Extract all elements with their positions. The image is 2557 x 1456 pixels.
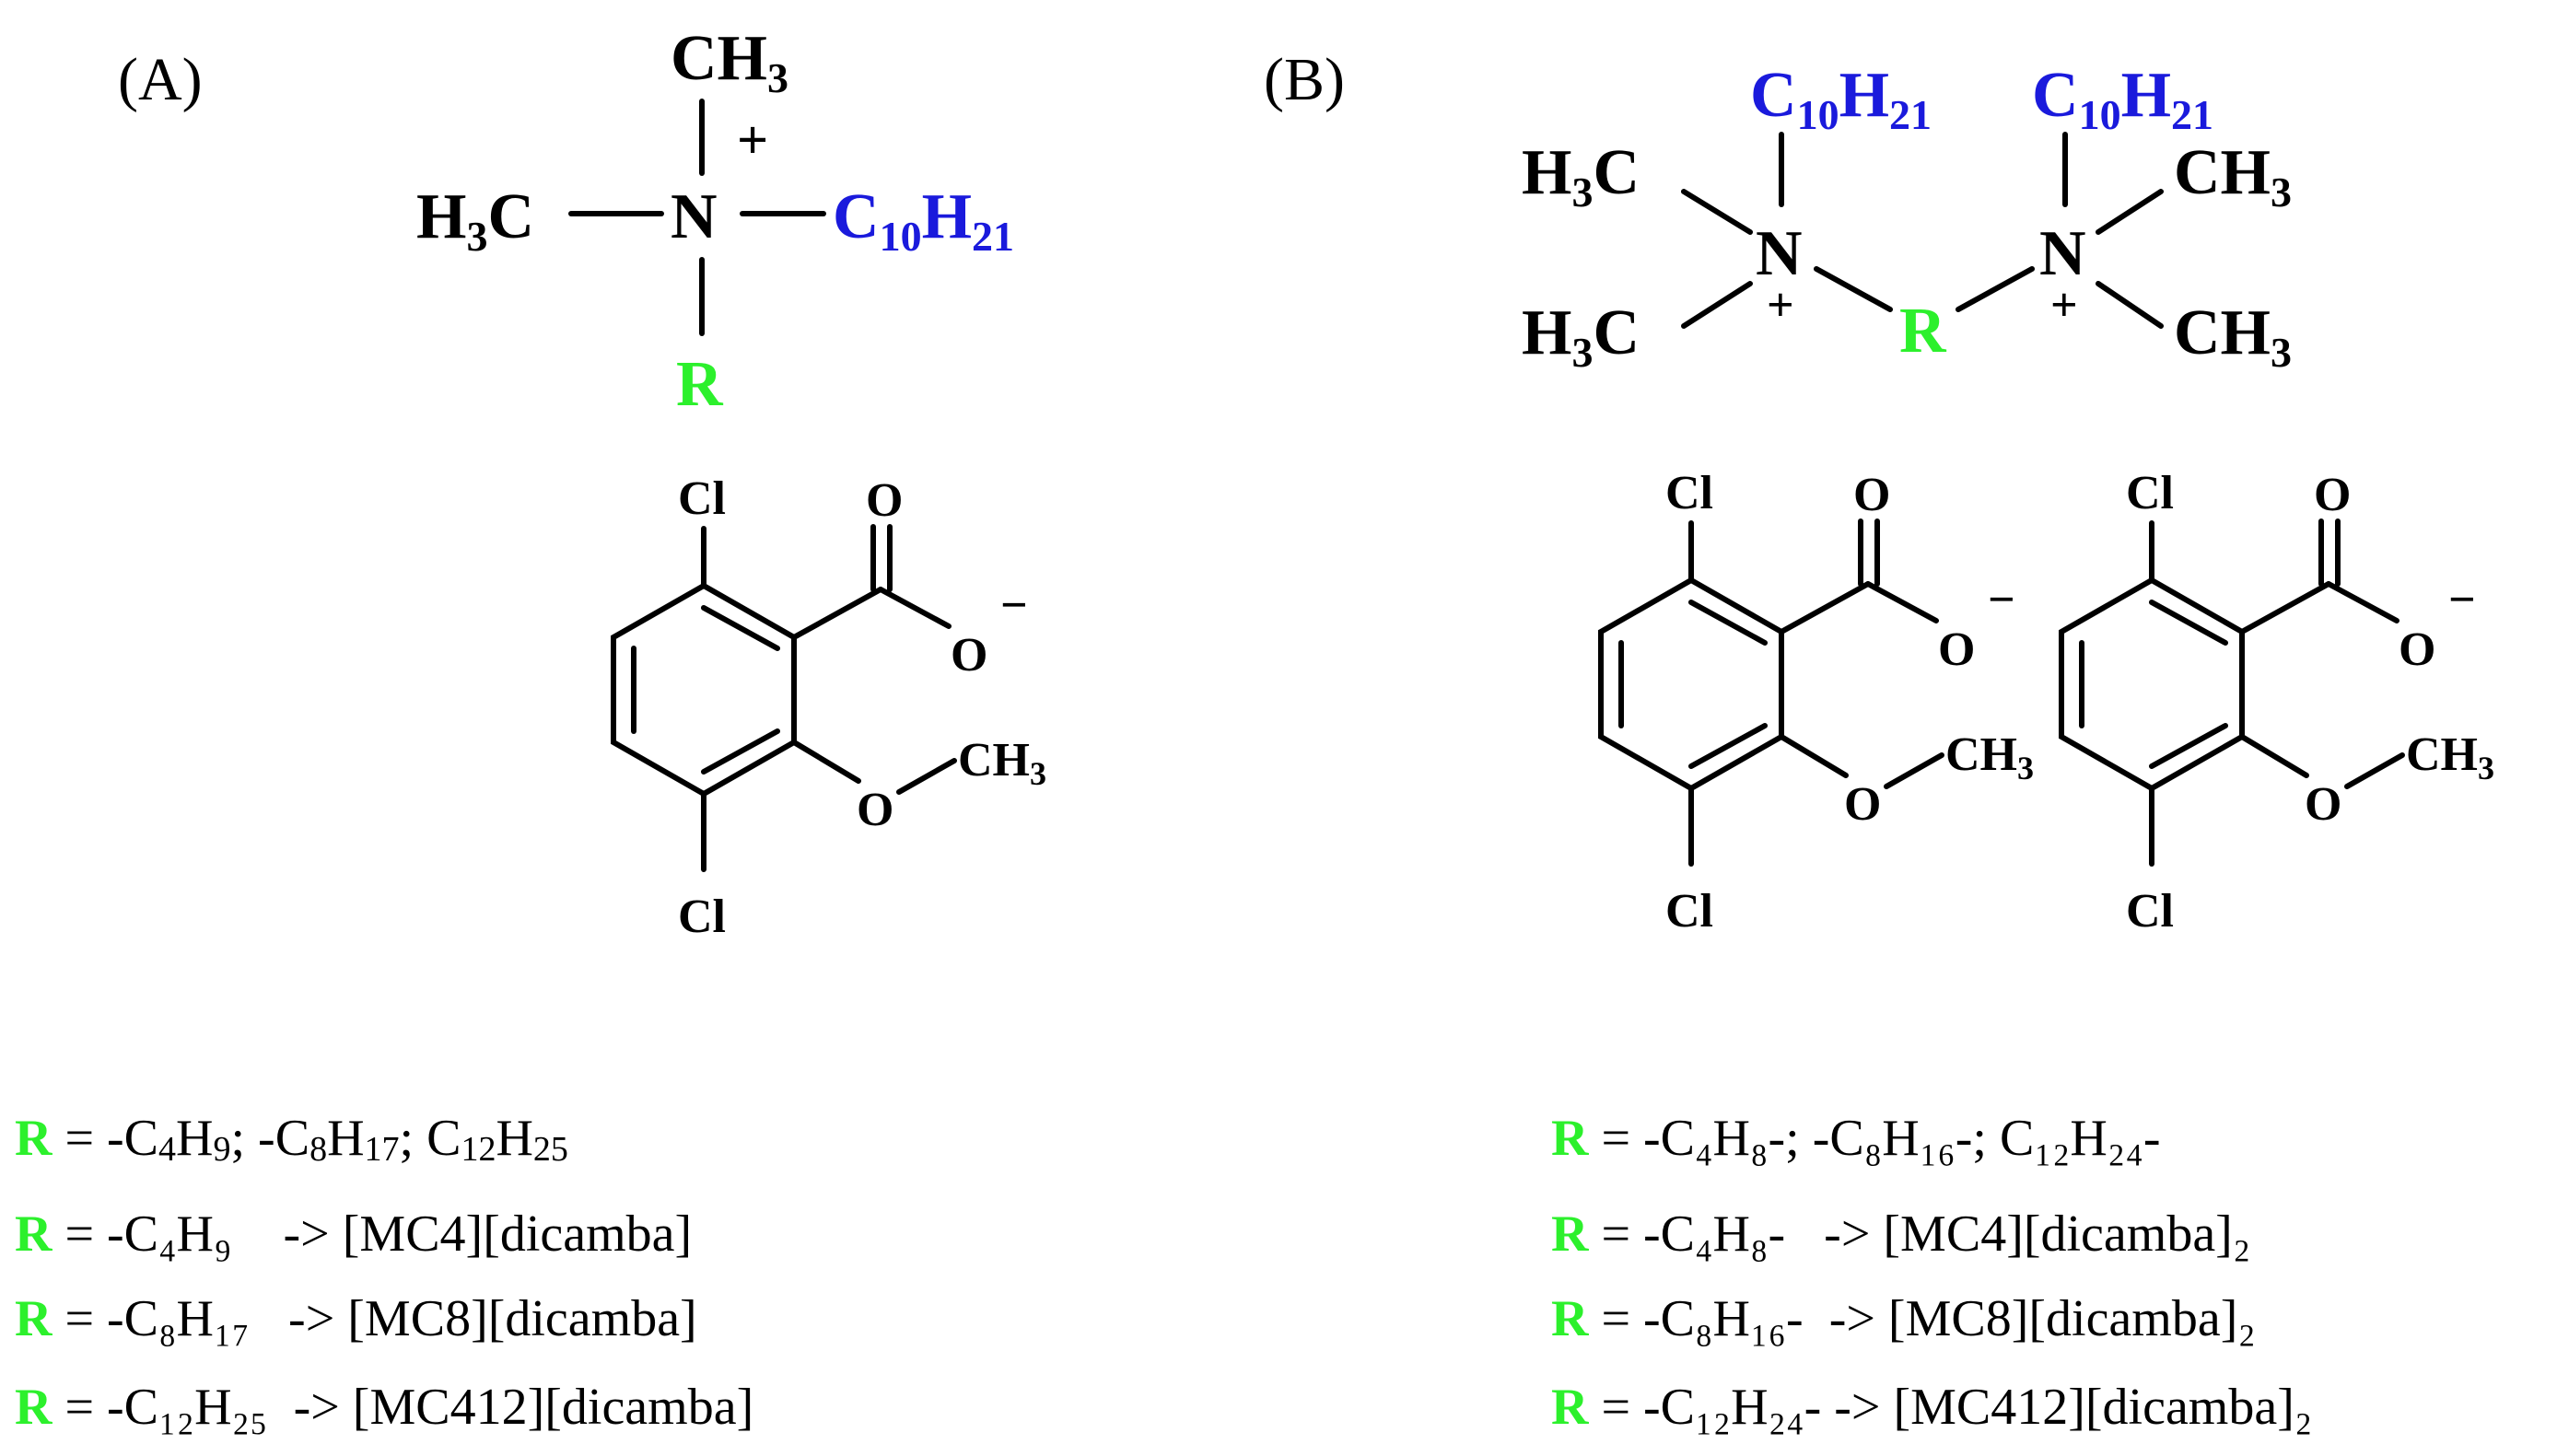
definitions-a-line-1: R = -C4H9; -C8H17; C12H25 [15, 1110, 568, 1169]
anion-a-bond-co-single [878, 587, 952, 629]
cation-b-r-group: R [1899, 296, 1947, 367]
cation-b-chain-right: C10H21 [2032, 60, 2213, 138]
cation-a-nitrogen: N [671, 181, 718, 252]
anion-b2-bond-methyl [2344, 752, 2405, 789]
cation-b-methyl-top-left: H3C [1522, 137, 1640, 215]
anion-b1-ring-double-1 [1688, 600, 1768, 646]
cation-a-left-methyl: H3C [416, 181, 534, 260]
anion-b1-methyl: CH3 [1945, 728, 2034, 786]
panel-a-label: (A) [118, 46, 203, 113]
anion-b1-o-double: O [1853, 469, 1890, 521]
anion-a-dicamba: Cl O O − O CH3 Cl [611, 472, 1046, 943]
anion-a-ring-double-2 [701, 728, 780, 775]
anion-a-o-minus: O [951, 629, 987, 681]
anion-b2-bond-co-single [2326, 581, 2399, 623]
cation-b-charge-left: + [1767, 279, 1794, 332]
cation-b-nitrogen-right: N [2039, 218, 2086, 289]
anion-b2-cl-top: Cl [2126, 467, 2174, 519]
anion-a-cl-top: Cl [678, 472, 726, 525]
anion-a-bond-ether [791, 740, 861, 784]
cation-a: CH3 + H3C N C10H21 R [416, 23, 1014, 420]
anion-b2-o-ether: O [2305, 778, 2341, 831]
cation-b-charge-right: + [2050, 279, 2078, 332]
anion-b1-ring-double-2 [1688, 723, 1768, 769]
cation-b-bond-left-top [1681, 189, 1753, 235]
definitions-a: R = -C4H9; -C8H17; C12H25 R = -C₄H₉ -> [… [15, 1110, 753, 1436]
anion-b2-dicamba: Cl O O − O CH3 Cl [2059, 467, 2494, 938]
anion-b1-bond-co-single [1865, 581, 1939, 623]
panel-b-label: (B) [1264, 46, 1345, 113]
anion-b2-bond-ether [2239, 734, 2309, 778]
anion-a-cl-bottom: Cl [678, 891, 726, 943]
cation-a-r-group: R [676, 349, 724, 420]
definitions-b: R = -C₄H₈-; -C₈H₁₆-; C₁₂H₂₄- R = -C₄H₈- … [1551, 1110, 2312, 1436]
anion-a-ring-double-1 [701, 605, 780, 651]
cation-a-top-methyl: CH3 [671, 23, 788, 101]
anion-b1-cl-top: Cl [1665, 467, 1713, 519]
cation-b-methyl-bottom-right: CH3 [2174, 297, 2292, 376]
cation-b-chain-left: C10H21 [1750, 60, 1932, 138]
anion-a-minus: − [1000, 579, 1028, 632]
cation-a-decyl-chain: C10H21 [833, 181, 1014, 260]
cation-b: C10H21 C10H21 H3C H3C N + R N + CH3 CH3 [1522, 60, 2292, 376]
definitions-b-line-4: R = -C₁₂H₂₄- -> [MC412][dicamba]₂ [1551, 1379, 2312, 1436]
anion-b2-ring-double-2 [2149, 723, 2228, 769]
definitions-a-line-2: R = -C₄H₉ -> [MC4][dicamba] [15, 1206, 692, 1263]
cation-b-methyl-bottom-left: H3C [1522, 297, 1640, 376]
anion-b1-bond-methyl [1884, 752, 1944, 789]
anion-b2-minus: − [2448, 574, 2476, 626]
anion-b1-bond-carboxyl [1779, 581, 1871, 635]
cation-b-bond-r-n2 [1956, 266, 2035, 312]
cation-b-methyl-top-right: CH3 [2174, 137, 2292, 215]
cation-b-bond-n1-r [1814, 266, 1893, 312]
anion-a-o-double: O [866, 474, 903, 527]
anion-b2-o-minus: O [2399, 623, 2435, 676]
panel-a: (A) CH3 + H3C N C10H21 R Cl O [15, 23, 1046, 1436]
anion-a-benzene-ring [611, 582, 797, 798]
anion-a-bond-carboxyl [791, 587, 883, 640]
anion-b1-bond-ether [1779, 734, 1849, 778]
anion-b1-o-minus: O [1938, 623, 1975, 676]
definitions-a-line-4: R = -C₁₂H₂₅ -> [MC412][dicamba] [15, 1379, 753, 1436]
anion-b2-benzene-ring [2059, 577, 2245, 792]
cation-b-nitrogen-left: N [1756, 218, 1803, 289]
anion-b1-o-ether: O [1844, 778, 1881, 831]
definitions-b-line-2: R = -C₄H₈- -> [MC4][dicamba]₂ [1551, 1206, 2250, 1263]
anion-a-o-ether: O [857, 784, 893, 836]
anion-b2-methyl: CH3 [2406, 728, 2494, 786]
anion-b1-cl-bottom: Cl [1665, 885, 1713, 938]
anion-a-methyl: CH3 [958, 734, 1046, 792]
cation-a-charge: + [737, 110, 768, 170]
anion-b2-o-double: O [2314, 469, 2351, 521]
definitions-b-line-3: R = -C₈H₁₆- -> [MC8][dicamba]₂ [1551, 1290, 2256, 1347]
cation-b-bond-right-bottom [2096, 281, 2164, 329]
anion-b1-dicamba: Cl O O − O CH3 Cl [1598, 467, 2034, 938]
panel-b: (B) C10H21 C10H21 H3C H3C N + R N + CH3 … [1264, 46, 2494, 1436]
anion-b2-ring-double-1 [2149, 600, 2228, 646]
anion-b1-minus: − [1988, 574, 2015, 626]
anion-b1-benzene-ring [1598, 577, 1784, 792]
cation-b-bond-right-top [2096, 189, 2164, 235]
definitions-b-line-1: R = -C₄H₈-; -C₈H₁₆-; C₁₂H₂₄- [1551, 1110, 2160, 1167]
anion-a-bond-methyl [896, 758, 957, 795]
anion-b2-cl-bottom: Cl [2126, 885, 2174, 938]
definitions-a-line-3: R = -C₈H₁₇ -> [MC8][dicamba] [15, 1290, 697, 1347]
cation-b-bond-left-bottom [1681, 281, 1753, 329]
anion-b2-bond-carboxyl [2239, 581, 2331, 635]
